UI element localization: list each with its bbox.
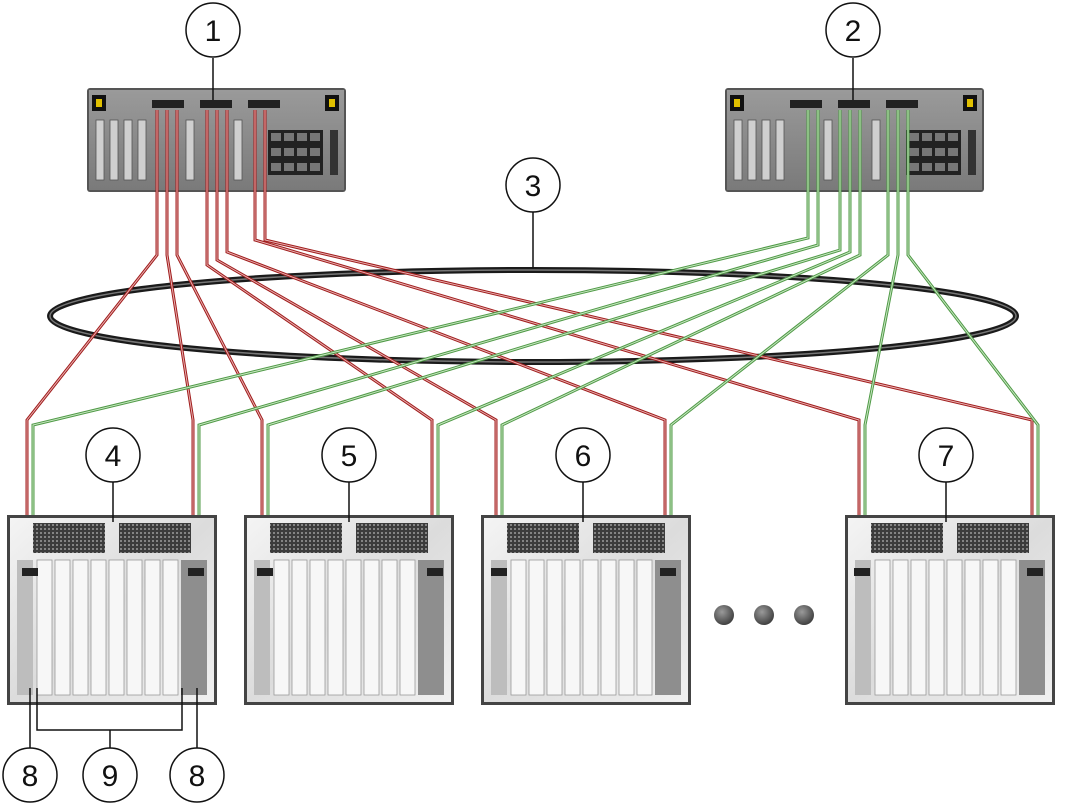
callout-4: 4 [85, 427, 141, 483]
callout-3-label: 3 [525, 170, 542, 203]
chassis-5 [244, 515, 454, 705]
callout-2: 2 [825, 2, 881, 58]
switch-2 [725, 88, 984, 192]
callout-8-right: 8 [169, 747, 225, 803]
callout-2-label: 2 [845, 15, 862, 48]
callout-7-label: 7 [938, 440, 955, 473]
callout-4-label: 4 [105, 440, 122, 473]
ellipsis-dots-icon [714, 605, 814, 625]
callout-5-label: 5 [341, 440, 358, 473]
chassis-4 [7, 515, 217, 705]
callout-9-label: 9 [102, 760, 119, 793]
callout-8-left: 8 [2, 747, 58, 803]
callout-5: 5 [321, 427, 377, 483]
callout-9: 9 [82, 747, 138, 803]
callout-3: 3 [505, 157, 561, 213]
callout-6: 6 [555, 427, 611, 483]
callout-1: 1 [185, 2, 241, 58]
callout-7: 7 [918, 427, 974, 483]
callout-6-label: 6 [575, 440, 592, 473]
chassis-6 [481, 515, 691, 705]
callout-1-label: 1 [205, 15, 222, 48]
callout-8-left-label: 8 [22, 760, 39, 793]
callout-8-right-label: 8 [189, 760, 206, 793]
chassis-7 [845, 515, 1055, 705]
